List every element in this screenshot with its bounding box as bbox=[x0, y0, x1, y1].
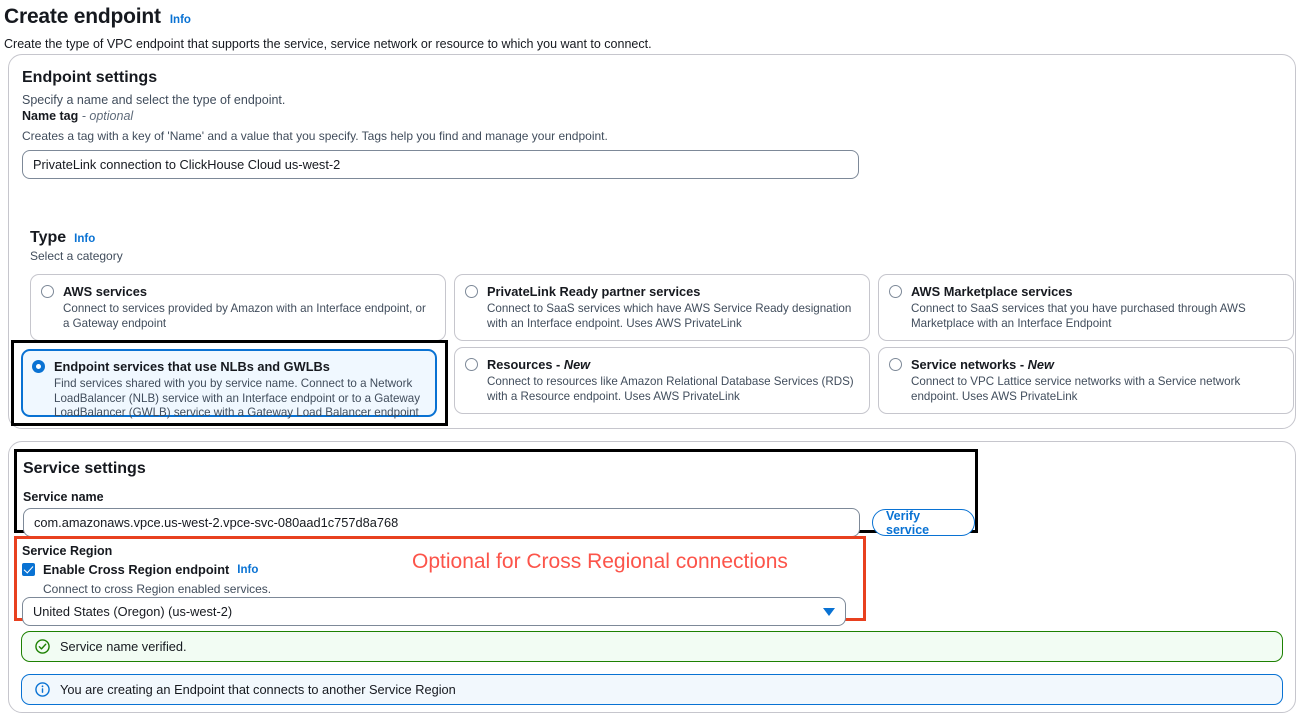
service-region-annotation-box: Service Region Enable Cross Region endpo… bbox=[14, 536, 866, 626]
name-tag-field-group: Name tag - optional Creates a tag with a… bbox=[22, 108, 859, 179]
radio-icon[interactable] bbox=[889, 285, 902, 298]
type-options-grid: AWS services Connect to services provide… bbox=[30, 274, 1294, 414]
name-tag-hint: Creates a tag with a key of 'Name' and a… bbox=[22, 129, 608, 143]
service-settings-annotation-box: Service settings Service name com.amazon… bbox=[14, 449, 978, 537]
type-option-label: Endpoint services that use NLBs and GWLB… bbox=[54, 359, 330, 374]
service-region-select-value: United States (Oregon) (us-west-2) bbox=[33, 604, 233, 619]
type-label: Type bbox=[30, 229, 67, 246]
type-option-resources[interactable]: Resources - New Connect to resources lik… bbox=[454, 347, 870, 414]
service-settings-heading-group: Service settings bbox=[23, 458, 146, 479]
page-info-link[interactable]: Info bbox=[169, 14, 191, 26]
radio-icon[interactable] bbox=[465, 285, 478, 298]
radio-icon[interactable] bbox=[465, 358, 478, 371]
chevron-down-icon bbox=[823, 607, 835, 616]
type-option-label: Resources - New bbox=[487, 357, 591, 372]
endpoint-settings-title: Endpoint settings bbox=[22, 69, 158, 86]
checkbox-icon[interactable] bbox=[22, 563, 35, 576]
verify-service-button[interactable]: Verify service bbox=[872, 509, 975, 537]
name-tag-label-text: Name tag bbox=[22, 109, 79, 123]
type-sub-label: Select a category bbox=[30, 249, 123, 263]
type-option-description: Connect to SaaS services that you have p… bbox=[911, 302, 1246, 330]
service-name-label: Service name bbox=[23, 490, 104, 504]
radio-icon[interactable] bbox=[41, 285, 54, 298]
type-option-privatelink-ready-partner-services[interactable]: PrivateLink Ready partner services Conne… bbox=[454, 274, 870, 341]
alert-info-message: You are creating an Endpoint that connec… bbox=[60, 682, 456, 697]
alert-cross-region-notice: You are creating an Endpoint that connec… bbox=[21, 674, 1283, 705]
service-region-select[interactable]: United States (Oregon) (us-west-2) bbox=[22, 597, 846, 626]
cross-region-info-link[interactable]: Info bbox=[237, 563, 259, 576]
type-option-label: AWS services bbox=[63, 284, 147, 299]
radio-icon[interactable] bbox=[889, 358, 902, 371]
type-heading-group: Type Info Select a category bbox=[30, 229, 123, 263]
type-option-description: Find services shared with you by service… bbox=[54, 377, 421, 419]
type-option-endpoint-services-nlb-gwlb[interactable]: Endpoint services that use NLBs and GWLB… bbox=[21, 349, 437, 419]
type-option-aws-marketplace-services[interactable]: AWS Marketplace services Connect to SaaS… bbox=[878, 274, 1294, 341]
selected-type-annotation-box: Endpoint services that use NLBs and GWLB… bbox=[11, 340, 448, 426]
page-header: Create endpoint Info Create the type of … bbox=[0, 0, 1304, 53]
type-option-label: Service networks - New bbox=[911, 357, 1054, 372]
endpoint-settings-description: Specify a name and select the type of en… bbox=[22, 93, 286, 107]
radio-icon[interactable] bbox=[32, 360, 45, 373]
page-description: Create the type of VPC endpoint that sup… bbox=[4, 37, 652, 51]
service-region-label: Service Region bbox=[22, 544, 113, 558]
info-circle-icon bbox=[35, 682, 50, 697]
name-tag-input[interactable]: PrivateLink connection to ClickHouse Clo… bbox=[22, 150, 859, 179]
type-option-description: Connect to services provided by Amazon w… bbox=[63, 302, 426, 330]
type-option-description: Connect to VPC Lattice service networks … bbox=[911, 375, 1241, 403]
type-option-aws-services[interactable]: AWS services Connect to services provide… bbox=[30, 274, 446, 341]
name-tag-optional-suffix: - optional bbox=[81, 109, 134, 123]
type-option-description: Connect to resources like Amazon Relatio… bbox=[487, 375, 854, 403]
page-title: Create endpoint bbox=[4, 5, 161, 28]
alert-service-name-verified: Service name verified. bbox=[21, 631, 1283, 662]
enable-cross-region-checkbox-row[interactable]: Enable Cross Region endpoint Info bbox=[22, 561, 258, 578]
type-option-label: AWS Marketplace services bbox=[911, 284, 1073, 299]
enable-cross-region-hint: Connect to cross Region enabled services… bbox=[43, 582, 272, 596]
type-option-service-networks[interactable]: Service networks - New Connect to VPC La… bbox=[878, 347, 1294, 414]
type-option-description: Connect to SaaS services which have AWS … bbox=[487, 302, 852, 330]
service-name-input[interactable]: com.amazonaws.vpce.us-west-2.vpce-svc-08… bbox=[23, 508, 860, 537]
alert-success-message: Service name verified. bbox=[60, 639, 187, 654]
name-tag-label: Name tag - optional bbox=[22, 108, 859, 125]
endpoint-settings-card: Endpoint settings Specify a name and sel… bbox=[8, 54, 1296, 429]
type-option-label: PrivateLink Ready partner services bbox=[487, 284, 701, 299]
cross-region-annotation-text: Optional for Cross Regional connections bbox=[412, 550, 788, 573]
endpoint-settings-heading-group: Endpoint settings Specify a name and sel… bbox=[22, 67, 285, 109]
service-settings-title: Service settings bbox=[23, 460, 146, 477]
enable-cross-region-label: Enable Cross Region endpoint bbox=[43, 562, 230, 577]
check-circle-icon bbox=[35, 639, 50, 654]
type-info-link[interactable]: Info bbox=[74, 233, 96, 245]
